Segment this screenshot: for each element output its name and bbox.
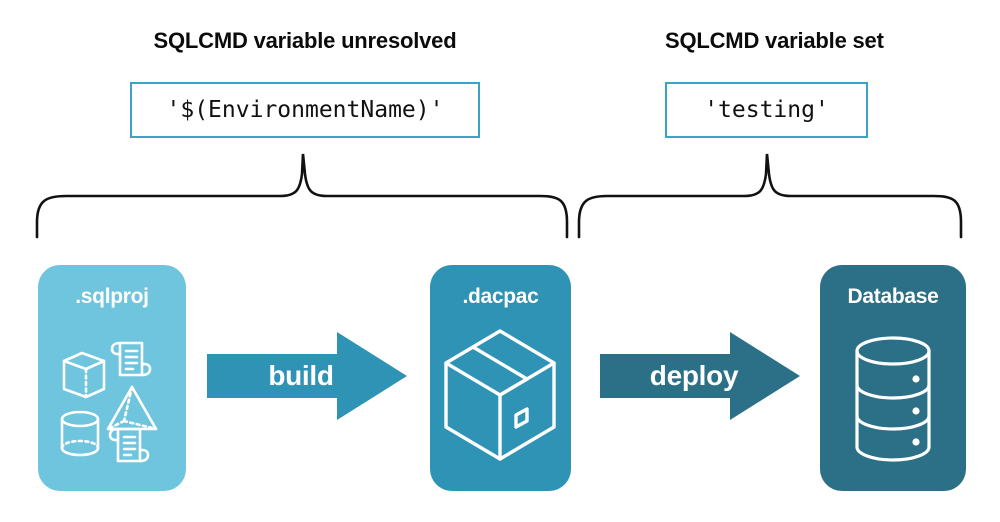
database-cylinder-icon bbox=[855, 336, 931, 462]
brace-left-icon bbox=[35, 153, 569, 239]
heading-sqlcmd-unresolved: SQLCMD variable unresolved bbox=[153, 28, 457, 53]
package-box-icon bbox=[444, 329, 556, 461]
brace-group bbox=[35, 153, 963, 239]
value-box-environment-name: '$(EnvironmentName)' bbox=[130, 82, 480, 138]
card-database-label: Database bbox=[847, 285, 939, 308]
card-sqlproj[interactable]: .sqlproj bbox=[38, 265, 186, 491]
arrow-build-icon bbox=[207, 332, 407, 420]
heading-sqlcmd-set: SQLCMD variable set bbox=[665, 28, 884, 53]
brace-right-icon bbox=[577, 153, 963, 239]
sql-objects-icon bbox=[60, 341, 158, 463]
arrow-build: build bbox=[207, 332, 407, 420]
value-box-testing: 'testing' bbox=[665, 82, 868, 138]
arrow-deploy-icon bbox=[600, 332, 800, 420]
card-database[interactable]: Database bbox=[820, 265, 966, 491]
card-dacpac[interactable]: .dacpac bbox=[430, 265, 571, 491]
card-sqlproj-label: .sqlproj bbox=[75, 285, 149, 308]
card-dacpac-label: .dacpac bbox=[462, 285, 539, 308]
arrow-deploy: deploy bbox=[600, 332, 800, 420]
